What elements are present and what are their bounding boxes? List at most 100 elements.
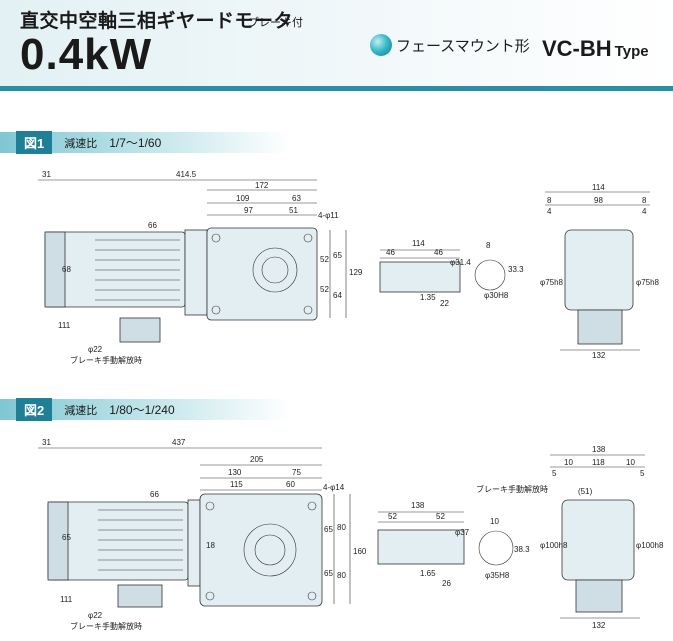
dim-114: 114 xyxy=(412,239,425,248)
mount-type-label: フェースマウント形 xyxy=(396,37,530,55)
dim-4-left: 4 xyxy=(547,207,552,216)
figure2-ratio-label: 減速比 xyxy=(64,404,98,417)
mount-hole xyxy=(303,305,313,315)
terminal-box xyxy=(117,584,163,608)
gear-adapter xyxy=(187,499,201,587)
dim-65: 65 xyxy=(333,251,342,260)
dim-46-right: 46 xyxy=(434,248,443,257)
dim-172: 172 xyxy=(255,181,269,190)
page-subtitle: ブレーキ付 xyxy=(248,17,303,29)
dim-flange-right: φ75h8 xyxy=(636,278,660,287)
figure1-side-view xyxy=(38,179,347,343)
mount-hole xyxy=(303,233,313,243)
figure2-tag: 図2 減速比 1/80～1/240 xyxy=(0,398,290,421)
dim-holes: 4-φ11 xyxy=(318,211,339,220)
dim-shaft-dia: φ37 xyxy=(455,528,470,537)
dim-51: (51) xyxy=(578,487,593,496)
dim-75: 75 xyxy=(292,468,301,477)
mount-type: フェースマウント形 xyxy=(370,34,530,56)
figure2-shaft-view xyxy=(377,511,514,566)
brake-release-note: ブレーキ手動解放時 xyxy=(70,621,142,631)
dim-111: 111 xyxy=(58,321,71,330)
dim-8-right: 8 xyxy=(642,196,647,205)
dim-97: 97 xyxy=(244,206,253,215)
header: 直交中空軸三相ギヤードモータ ブレーキ付 0.4kW フェースマウント形 VC-… xyxy=(0,0,673,92)
output-bore-inner xyxy=(254,534,286,566)
header-rule xyxy=(0,86,673,91)
hollow-shaft xyxy=(377,529,465,565)
gearbox-housing xyxy=(206,227,318,321)
dim-1-65: 1.65 xyxy=(420,569,436,578)
dim-80-top: 80 xyxy=(337,523,346,532)
dim-138: 138 xyxy=(411,501,425,510)
dim-26: 26 xyxy=(442,579,451,588)
dim-65-bottom: 65 xyxy=(324,569,333,578)
dim-414-5: 414.5 xyxy=(176,170,197,179)
dim-key: 8 xyxy=(486,241,491,250)
terminal-box xyxy=(119,317,161,343)
motor-fins xyxy=(98,509,183,571)
dim-shaft-dia: φ31.4 xyxy=(450,258,471,267)
shaft-bore-circle xyxy=(478,530,514,566)
dim-bore: φ30H8 xyxy=(484,291,509,300)
dim-65-top: 65 xyxy=(324,525,333,534)
brake-release-note-2: ブレーキ手動解放時 xyxy=(476,484,548,494)
hollow-shaft xyxy=(379,261,461,293)
dim-52-right: 52 xyxy=(436,512,445,521)
dim-118: 118 xyxy=(592,458,605,467)
dim-10-left: 10 xyxy=(564,458,573,467)
dim-flange-left: φ75h8 xyxy=(540,278,564,287)
figure2-side-view xyxy=(38,447,351,608)
dim-conduit: φ22 xyxy=(88,345,103,354)
header-background xyxy=(0,0,673,88)
globe-icon xyxy=(370,34,392,56)
dim-5-right: 5 xyxy=(640,469,645,478)
front-housing xyxy=(564,229,634,311)
dim-31: 31 xyxy=(42,170,51,179)
output-bore-inner xyxy=(261,256,289,284)
figure1-front-view xyxy=(545,191,650,351)
brake-release-note: ブレーキ手動解放時 xyxy=(70,355,142,365)
dim-130: 130 xyxy=(228,468,242,477)
shaft-bore-circle xyxy=(474,259,506,291)
figure1-ratio-label: 減速比 xyxy=(64,137,98,150)
dim-flange-right: φ100h8 xyxy=(636,541,664,550)
dim-8-left: 8 xyxy=(547,196,552,205)
dim-65-side: 65 xyxy=(62,533,71,542)
dim-4-right: 4 xyxy=(642,207,647,216)
dim-bore: φ35H8 xyxy=(485,571,510,580)
type-code-text: VC-BH xyxy=(542,36,612,61)
motor-fins xyxy=(95,239,180,301)
figure2-front-view xyxy=(550,454,645,619)
figure1-tag: 図1 減速比 1/7～1/60 xyxy=(0,131,290,154)
front-motor xyxy=(577,309,623,345)
dim-205: 205 xyxy=(250,455,264,464)
dim-flange-left: φ100h8 xyxy=(540,541,568,550)
gearbox-housing xyxy=(199,493,323,607)
dim-1-35: 1.35 xyxy=(420,293,436,302)
dim-5-left: 5 xyxy=(552,469,557,478)
power-rating: 0.4kW xyxy=(20,30,153,79)
mount-hole xyxy=(205,501,215,511)
dim-51: 51 xyxy=(289,206,298,215)
gear-adapter xyxy=(184,229,208,316)
dim-22: 22 xyxy=(440,299,449,308)
dim-115: 115 xyxy=(230,480,243,489)
dim-98: 98 xyxy=(594,196,603,205)
dim-66: 66 xyxy=(148,221,157,230)
mount-hole xyxy=(205,591,215,601)
dim-holes: 4-φ14 xyxy=(323,483,345,492)
front-housing xyxy=(561,499,635,581)
figure2-ratio: 1/80～1/240 xyxy=(109,403,175,417)
dim-52-left: 52 xyxy=(388,512,397,521)
dim-18: 18 xyxy=(206,541,215,550)
dim-64: 64 xyxy=(333,291,342,300)
dim-80-bottom: 80 xyxy=(337,571,346,580)
dim-132: 132 xyxy=(592,621,606,630)
figure1-shaft-view xyxy=(379,249,506,293)
page-title: 直交中空軸三相ギヤードモータ xyxy=(20,11,294,32)
dim-conduit: φ22 xyxy=(88,611,103,620)
dim-key: 10 xyxy=(490,517,499,526)
figure1-number: 図1 xyxy=(16,131,53,154)
